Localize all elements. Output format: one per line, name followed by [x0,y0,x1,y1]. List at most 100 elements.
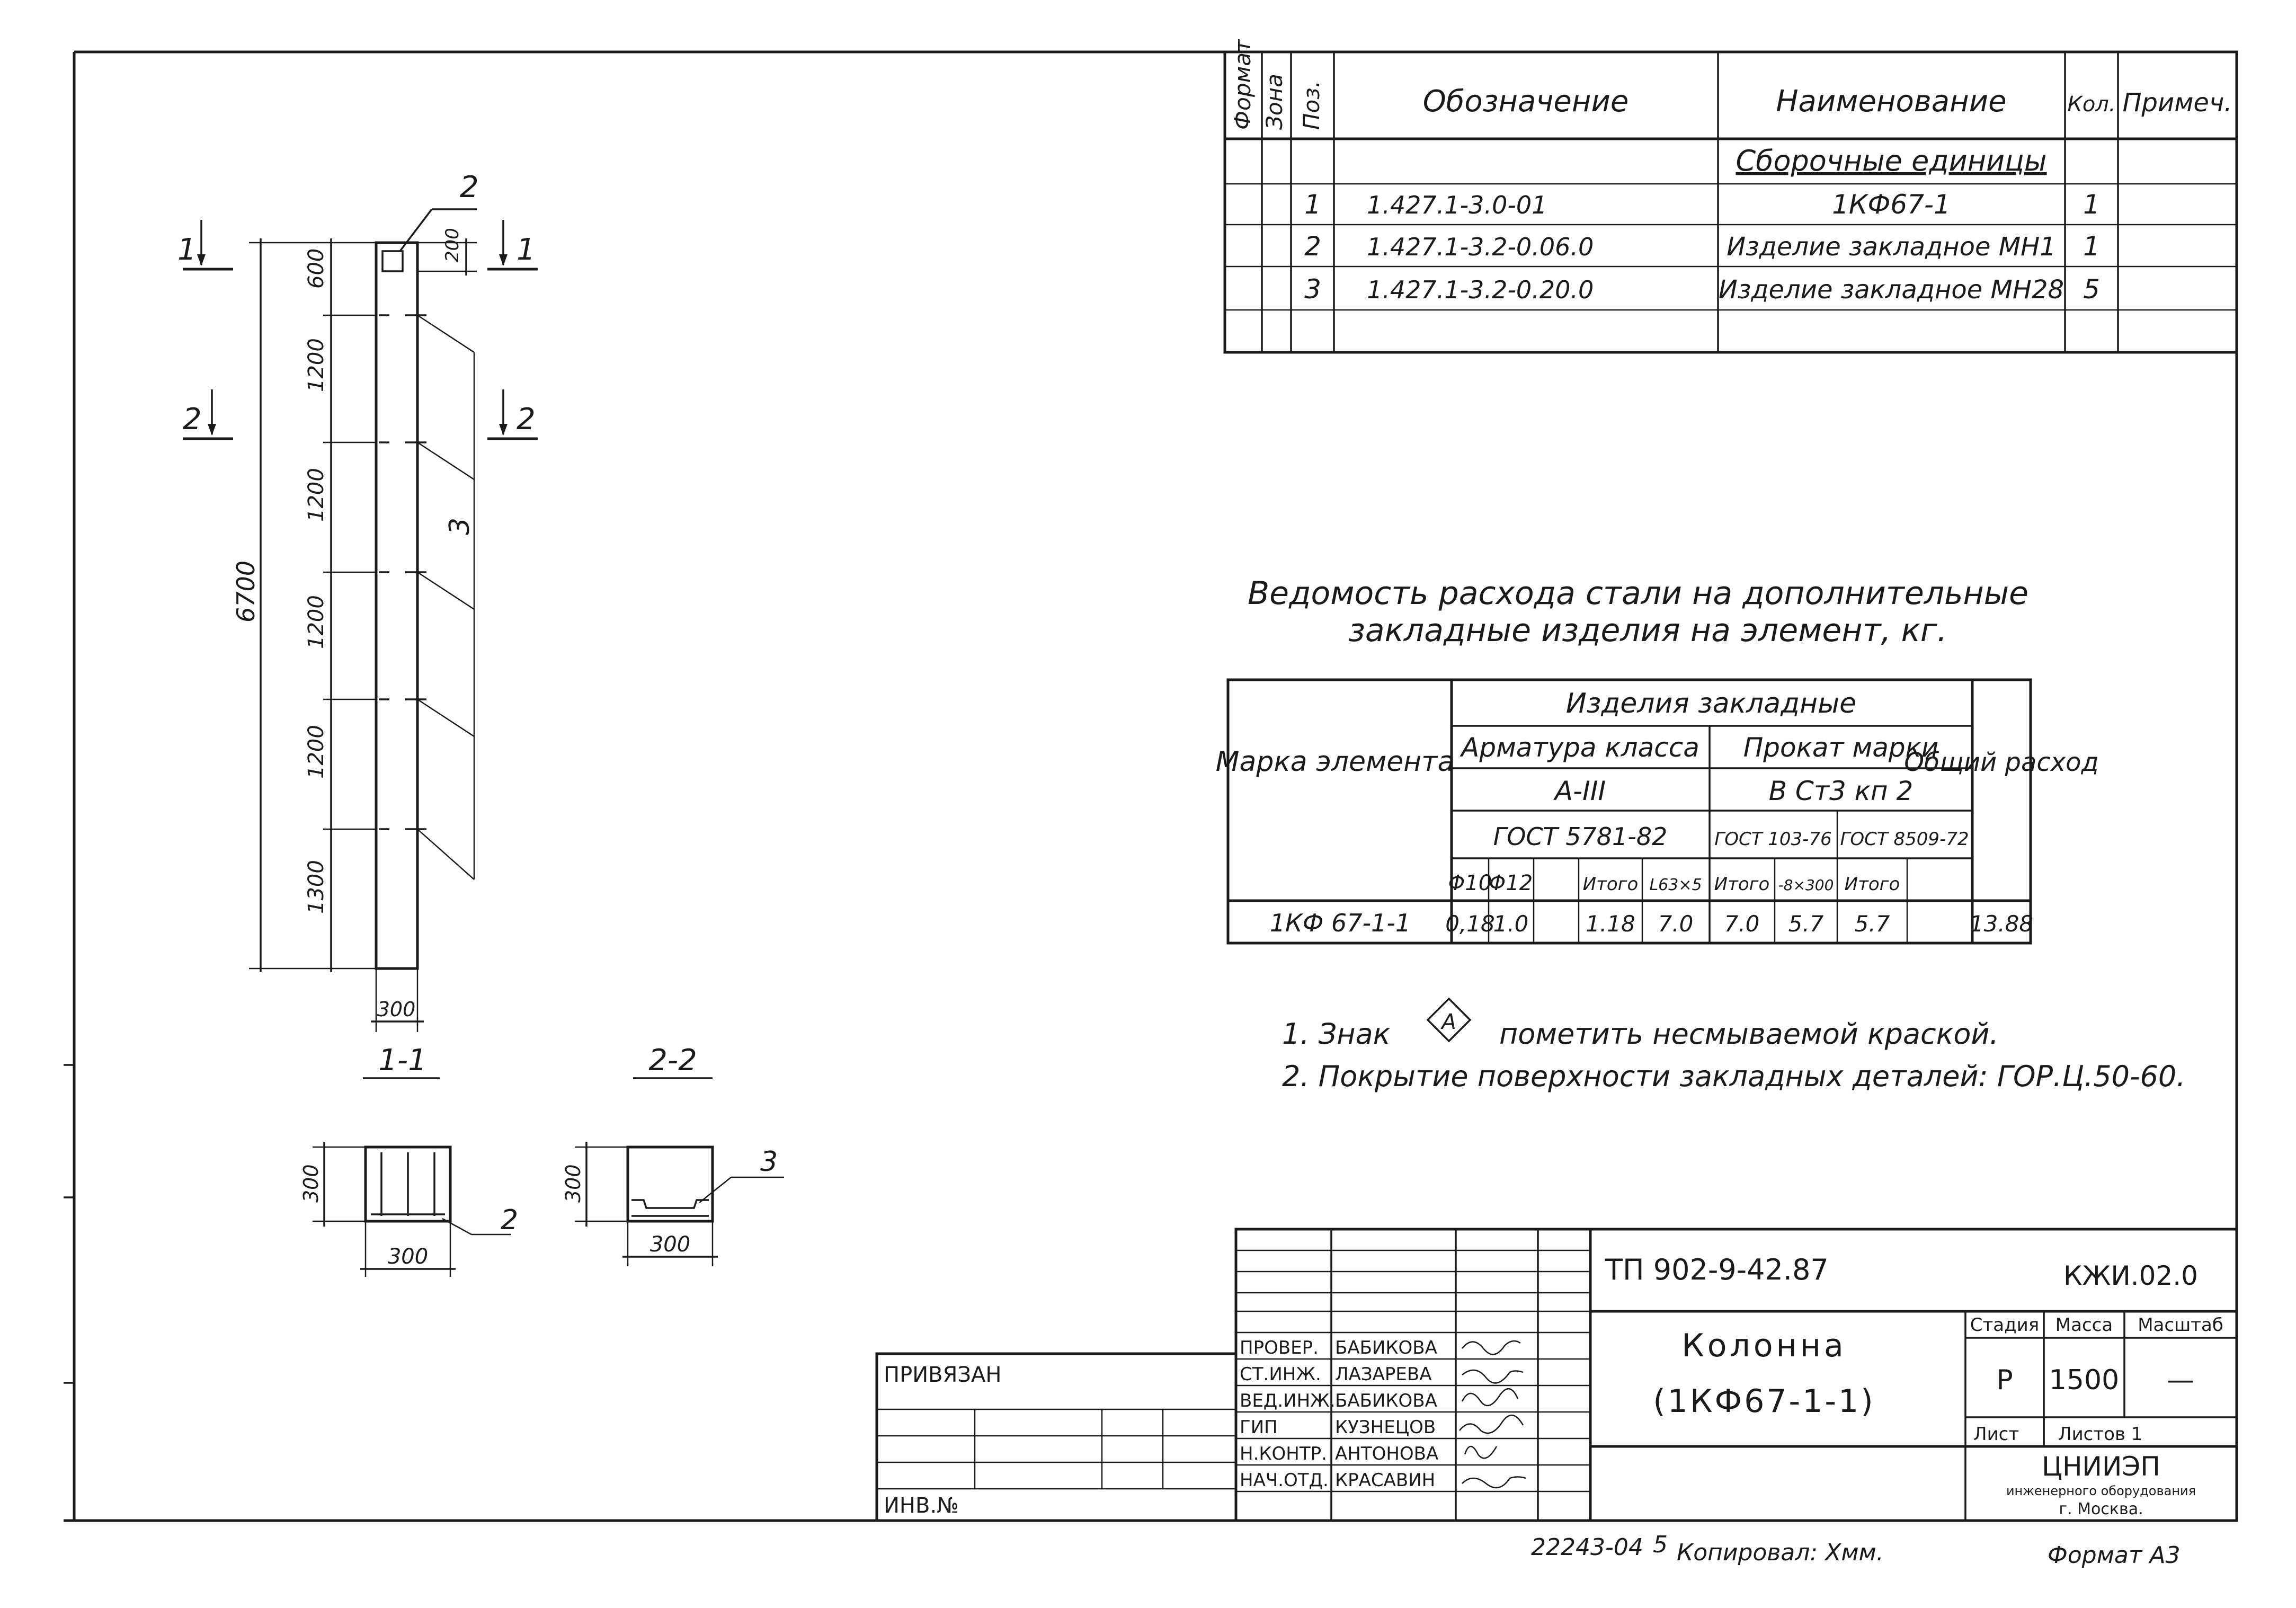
rebar-header: Арматура класса [1460,732,1699,763]
row-3-designation: 1.427.1-3.2-0.20.0 [1367,276,1594,304]
section-2-callout-3: 3 [760,1146,778,1178]
row-3-name: Изделие закладное МН28 [1719,275,2064,305]
col-total-angle: Итого [1714,874,1770,895]
callout-3: 3 [444,518,476,535]
sig-role-5: Н.КОНТР. [1240,1443,1327,1464]
col-zone: Зона [1261,74,1287,130]
section-1-height: 300 [299,1164,323,1203]
rolled-gost-2: ГОСТ 8509-72 [1840,829,1969,850]
section-2-2-label: 2-2 [648,1043,697,1078]
sig-name-6: КРАСАВИН [1335,1470,1435,1491]
rolled-gost-1: ГОСТ 103-76 [1714,829,1831,850]
rebar-gost: ГОСТ 5781-82 [1493,822,1668,851]
section-assembly-units: Сборочные единицы [1736,144,2046,177]
section-mark-2-left-label: 2 [183,402,202,437]
mark-header: Марка элемента [1216,746,1455,778]
row-2-name: Изделие закладное МН1 [1727,232,2056,262]
col-note: Примеч. [2122,88,2232,118]
column-body [375,241,419,970]
col-total-rebar: Итого [1583,874,1639,895]
section-1-1: 2 300 300 [299,1142,518,1277]
col-total-plate: Итого [1845,874,1900,895]
sig-name-2: ЛАЗАРЕВА [1335,1364,1431,1385]
dim-600: 600 [304,248,328,289]
row-2-designation: 1.427.1-3.2-0.06.0 [1367,233,1594,261]
dim-200: 200 [442,228,463,262]
sig-name-5: АНТОНОВА [1335,1443,1438,1464]
val-total-angle: 7.0 [1724,911,1760,937]
mass-value: 1500 [2049,1364,2119,1396]
section-mark-2-right-label: 2 [517,402,536,437]
copy-sheet: 5 [1653,1531,1668,1558]
section-2-2: 3 300 300 [562,1142,784,1266]
col-angle: L63×5 [1649,876,1702,894]
section-1-1-label: 1-1 [378,1043,426,1078]
mark-sign-letter: А [1440,1010,1456,1034]
section-2-height: 300 [562,1164,585,1203]
org-name: ЦНИИЭП [2042,1451,2160,1482]
section-mark-2-left: 2 [183,389,233,440]
col-qty: Кол. [2067,92,2115,117]
title-line-2: (1КФ67-1-1) [1653,1383,1875,1420]
section-1-width: 300 [388,1245,428,1269]
steel-title-line-1: Ведомость расхода стали на дополнительны… [1248,575,2028,612]
column-elevation: 2 3 6700 600 1200 1200 1200 [177,170,538,1032]
section-mark-1-right-label: 1 [517,233,536,267]
rolled-header: Прокат марки [1743,732,1939,763]
col-name: Наименование [1776,84,2006,119]
dim-total: 6700 [232,561,260,623]
scale-header: Масштаб [2138,1314,2223,1336]
sig-name-3: БАБИКОВА [1335,1390,1437,1411]
dim-1300: 1300 [304,860,328,914]
sheet-label: Лист [1973,1424,2019,1445]
scale-value: — [2167,1364,2194,1396]
sheet-format: Формат А3 [2048,1542,2181,1569]
val-plate: 5.7 [1788,911,1824,937]
dim-1200-c: 1200 [304,595,328,649]
row-1-designation: 1.427.1-3.0-01 [1367,191,1547,219]
specification-table: Формат Зона Поз. Обозначение Наименовани… [1223,39,2238,354]
row-3-pos: 3 [1304,274,1321,305]
row-3-qty: 5 [2083,274,2100,305]
callout-2-top: 2 [460,170,479,205]
steel-table: Марка элемента Изделия закладные Арматур… [1216,678,2099,945]
row-1-pos: 1 [1304,189,1321,220]
sig-role-2: СТ.ИНЖ. [1240,1364,1321,1385]
handwritten-signatures [1459,1340,1526,1489]
rolled-grade: В Ст3 кп 2 [1769,776,1914,806]
note-1-end: пометить несмываемой краской. [1499,1017,1999,1051]
val-f12: 1.0 [1493,911,1529,937]
stage-header: Стадия [1970,1314,2039,1336]
org-line-2: инженерного оборудования [2006,1483,2196,1498]
stage-value: Р [1996,1364,2013,1396]
notes: 1. Знак А пометить несмываемой краской. … [1282,997,2185,1093]
inv-label: ИНВ.№ [884,1494,959,1518]
embedded-part-2 [381,250,404,272]
rebar-class: А-III [1553,776,1606,806]
col-f12: Φ12 [1489,871,1533,895]
col-pos: Поз. [1298,81,1324,130]
title-line-1: Колонна [1681,1327,1847,1364]
col-format: Формат [1230,39,1256,130]
dim-1200-b: 1200 [304,468,328,522]
sig-name-1: БАБИКОВА [1335,1337,1437,1358]
copy-number: 22243-04 [1531,1534,1643,1561]
row-1-qty: 1 [2083,189,2100,220]
total-header: Общий расход [1904,748,2098,777]
val-angle: 7.0 [1658,911,1694,937]
doc-code: ТП 902-9-42.87 [1605,1253,1829,1286]
section-2-width: 300 [650,1232,690,1257]
mark-sign-icon: А [1426,997,1472,1043]
section-mark-1-left: 1 [177,220,233,271]
val-f10: 0,18 [1445,911,1495,937]
mass-header: Масса [2055,1314,2113,1336]
dim-1200-a: 1200 [304,338,328,392]
embedded-plates-3 [379,314,475,880]
title-block: ПРОВЕР. БАБИКОВА СТ.ИНЖ. ЛАЗАРЕВА ВЕД.ИН… [1234,1228,2238,1522]
row-mark: 1КФ 67-1-1 [1270,909,1411,937]
note-2: 2. Покрытие поверхности закладных детале… [1282,1060,2185,1093]
steel-title-line-2: закладные изделия на элемент, кг. [1348,612,1947,649]
col-designation: Обозначение [1423,84,1629,119]
bound-label: ПРИВЯЗАН [884,1363,1001,1387]
